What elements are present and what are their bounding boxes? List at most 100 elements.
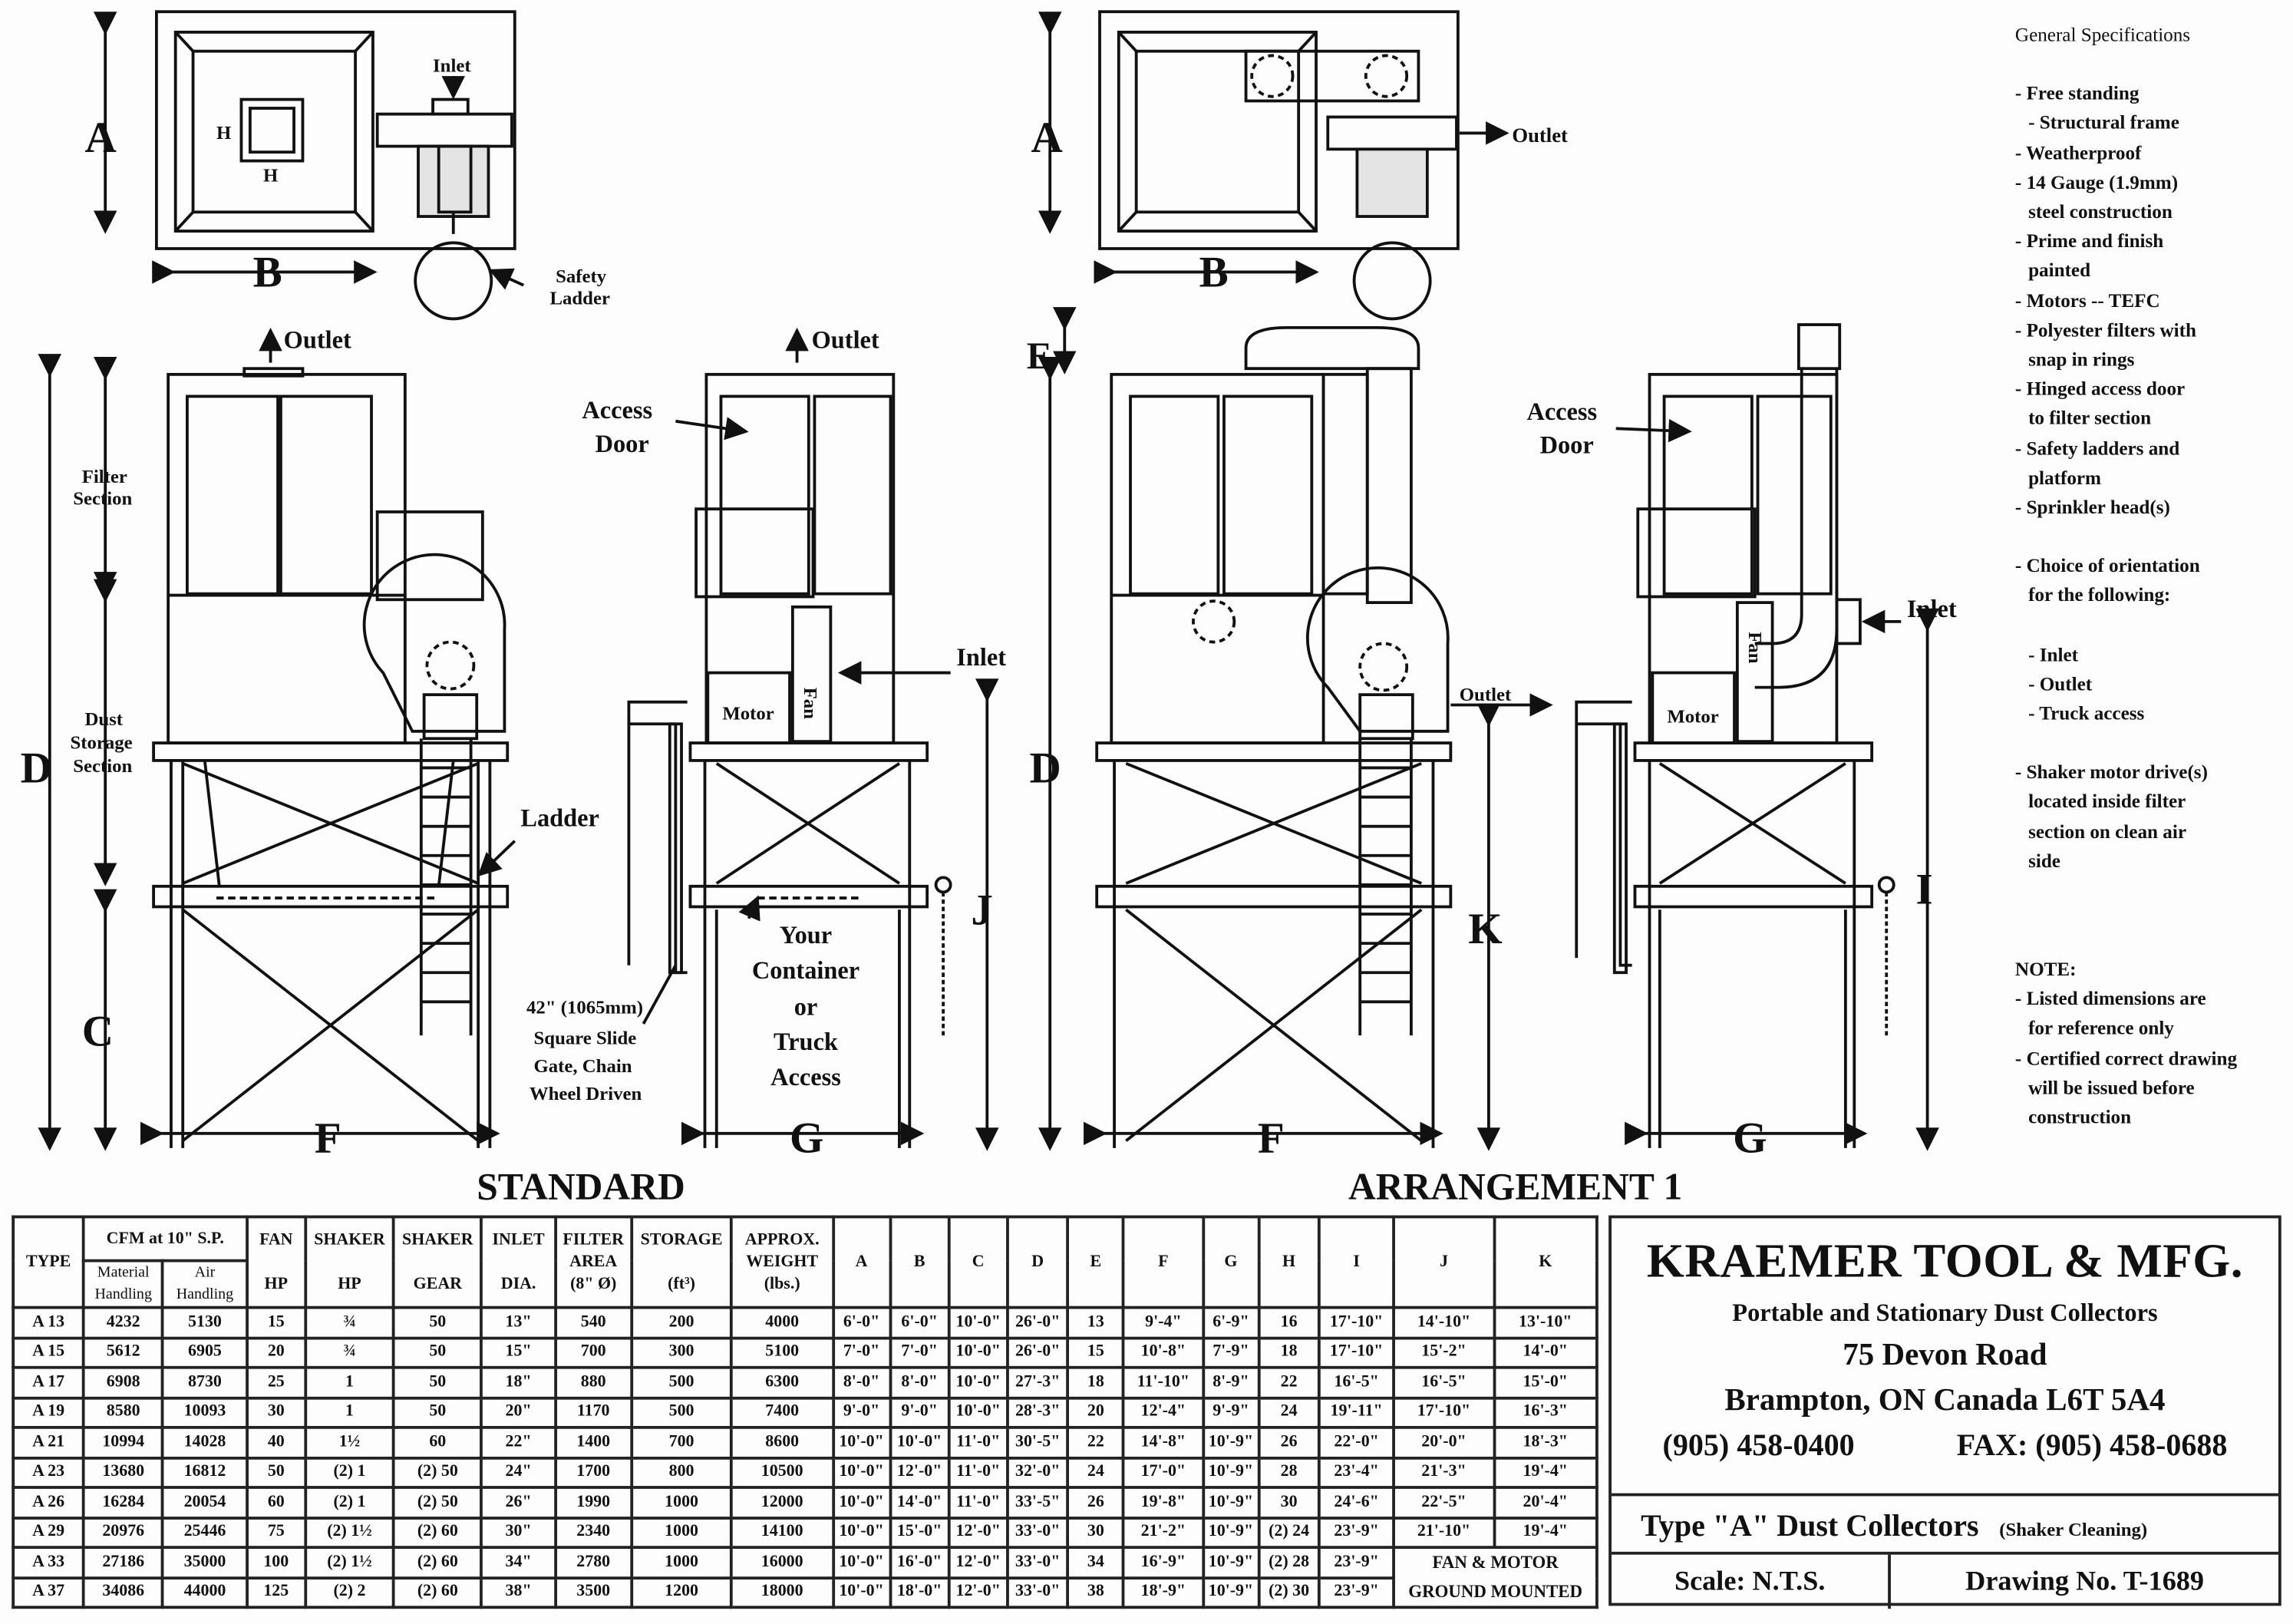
table-cell: 22 bbox=[1257, 1365, 1321, 1399]
table-cell: (2) 1 bbox=[304, 1486, 395, 1519]
table-cell: 7400 bbox=[730, 1395, 835, 1429]
phone-number: (905) 458-0400 bbox=[1662, 1427, 1855, 1463]
note-item: - Listed dimensions are bbox=[2014, 987, 2206, 1010]
col-f: F bbox=[1122, 1215, 1205, 1309]
table-cell: 26'-0" bbox=[1006, 1335, 1070, 1369]
dim-label-h: H bbox=[263, 165, 278, 186]
col-cfm: CFM at 10" S.P. bbox=[82, 1215, 249, 1263]
table-cell: (2) 60 bbox=[391, 1516, 483, 1549]
label-outlet: Outlet bbox=[1512, 124, 1568, 147]
table-cell: A 33 bbox=[12, 1546, 85, 1579]
table-cell: 20976 bbox=[82, 1516, 165, 1549]
table-cell: 18000 bbox=[730, 1576, 835, 1609]
view-title-arrangement: ARRANGEMENT 1 bbox=[1348, 1166, 1682, 1208]
table-cell: 16000 bbox=[730, 1546, 835, 1579]
col-j: J bbox=[1392, 1215, 1496, 1309]
table-cell: (2) 1½ bbox=[304, 1546, 395, 1579]
table-cell: 34" bbox=[480, 1546, 557, 1579]
table-cell: 8'-9" bbox=[1201, 1365, 1261, 1399]
spec-item: - Polyester filters with bbox=[2014, 319, 2197, 341]
col-k: K bbox=[1492, 1215, 1599, 1309]
table-cell: 1700 bbox=[553, 1456, 633, 1489]
col-a: A bbox=[831, 1215, 892, 1309]
label-slide-gate: Wheel Driven bbox=[530, 1084, 642, 1104]
table-cell: 16'-3" bbox=[1492, 1395, 1599, 1429]
spec-item: platform bbox=[2028, 466, 2101, 489]
spec-item: - Weatherproof bbox=[2014, 141, 2142, 163]
table-cell: 6300 bbox=[730, 1365, 835, 1399]
table-cell: 22'-0" bbox=[1317, 1426, 1396, 1459]
spec-item: snap in rings bbox=[2028, 348, 2135, 371]
drawing-number: Drawing No. T-1689 bbox=[1888, 1554, 2278, 1609]
table-cell: 19'-4" bbox=[1492, 1456, 1599, 1489]
label-access-door: Door bbox=[596, 431, 649, 458]
table-cell: ¾ bbox=[304, 1335, 395, 1369]
table-cell: 12'-0" bbox=[947, 1576, 1009, 1609]
spec-item: - Truck access bbox=[2028, 701, 2145, 725]
table-cell: (2) 1 bbox=[304, 1456, 395, 1489]
table-cell: 16'-5" bbox=[1317, 1365, 1396, 1399]
table-cell: 14'-10" bbox=[1392, 1305, 1496, 1339]
table-cell: 11'-0" bbox=[947, 1456, 1009, 1489]
col-e: E bbox=[1066, 1215, 1126, 1309]
label-slide-gate: 42" (1065mm) bbox=[526, 998, 643, 1018]
label-slide-gate: Gate, Chain bbox=[534, 1056, 632, 1077]
table-cell: 10'-0" bbox=[831, 1516, 892, 1549]
table-cell: 26'-0" bbox=[1006, 1305, 1070, 1339]
spec-item: side bbox=[2028, 849, 2060, 872]
scale-label: Scale: N.T.S. bbox=[1674, 1566, 1826, 1597]
table-cell: 26" bbox=[480, 1486, 557, 1519]
side-view-arrangement bbox=[1038, 307, 1553, 1151]
table-cell: 9'-0" bbox=[888, 1395, 951, 1429]
table-cell: 20'-0" bbox=[1392, 1426, 1496, 1459]
table-cell: 15 bbox=[1066, 1335, 1126, 1369]
table-cell: 1 bbox=[304, 1395, 395, 1429]
table-cell: 10500 bbox=[730, 1456, 835, 1489]
table-cell: 17'-10" bbox=[1392, 1395, 1496, 1429]
table-cell: 1400 bbox=[553, 1426, 633, 1459]
scale-drawing-row: Scale: N.T.S. Drawing No. T-1689 bbox=[1611, 1551, 2278, 1609]
table-cell: 17'-0" bbox=[1122, 1456, 1205, 1489]
table-cell: 50 bbox=[391, 1305, 483, 1339]
table-cell: 10'-8" bbox=[1122, 1335, 1205, 1369]
table-cell: A 13 bbox=[12, 1305, 85, 1339]
table-cell: 10'-9" bbox=[1201, 1516, 1261, 1549]
label-dust-storage: Section bbox=[73, 756, 132, 777]
table-cell: 10'-9" bbox=[1201, 1456, 1261, 1489]
table-cell: 50 bbox=[391, 1365, 483, 1399]
table-cell: 1200 bbox=[630, 1576, 734, 1609]
table-cell: 2780 bbox=[553, 1546, 633, 1579]
table-cell: 23'-9" bbox=[1317, 1546, 1396, 1579]
table-cell: 10'-0" bbox=[888, 1426, 951, 1459]
table-cell: 14'-0" bbox=[1492, 1335, 1599, 1369]
table-cell: A 26 bbox=[12, 1486, 85, 1519]
label-outlet: Outlet bbox=[284, 327, 351, 355]
label-safety: Safety bbox=[556, 266, 607, 287]
table-cell: 44000 bbox=[161, 1576, 249, 1609]
table-cell: 38 bbox=[1066, 1576, 1126, 1609]
note-item: for reference only bbox=[2028, 1017, 2174, 1039]
label-access-door: Door bbox=[1540, 432, 1594, 460]
spec-item: - Structural frame bbox=[2028, 111, 2179, 134]
table-cell: 12'-0" bbox=[947, 1516, 1009, 1549]
table-cell: (2) 28 bbox=[1257, 1546, 1321, 1579]
table-cell: 10'-9" bbox=[1201, 1426, 1261, 1459]
label-access-door: Access bbox=[582, 397, 652, 424]
spec-item: painted bbox=[2028, 259, 2091, 282]
dim-label-h: H bbox=[216, 123, 231, 144]
table-cell: 7'-0" bbox=[888, 1335, 951, 1369]
side-view-standard bbox=[38, 327, 516, 1151]
table-cell: 14100 bbox=[730, 1516, 835, 1549]
table-cell: 10'-9" bbox=[1201, 1486, 1261, 1519]
table-cell: 10'-0" bbox=[947, 1365, 1009, 1399]
note-item: - Certified correct drawing bbox=[2014, 1046, 2238, 1069]
table-cell: 3500 bbox=[553, 1576, 633, 1609]
table-cell: 12'-0" bbox=[888, 1456, 951, 1489]
table-cell: 6'-0" bbox=[888, 1305, 951, 1339]
note-title: NOTE: bbox=[2014, 958, 2077, 980]
